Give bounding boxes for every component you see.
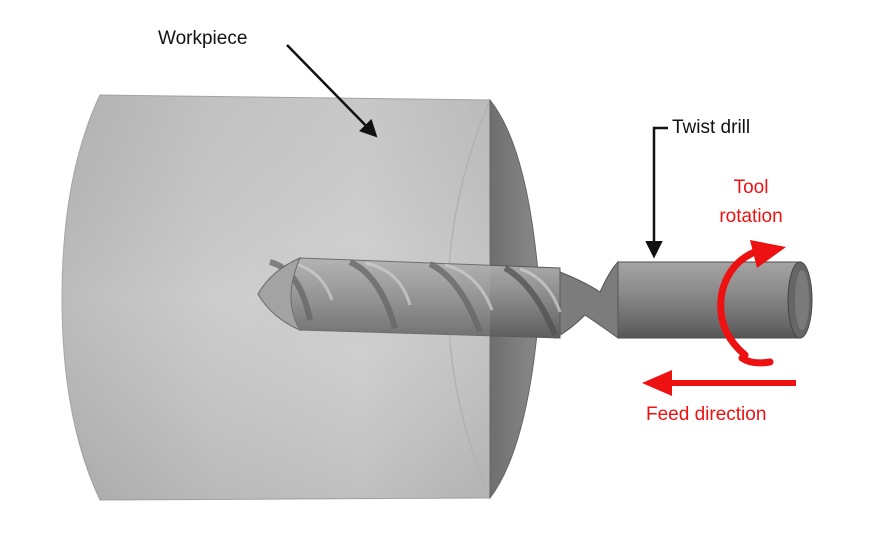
label-workpiece: Workpiece <box>158 28 248 49</box>
feed-direction-arrow <box>642 370 796 396</box>
drill-neck <box>554 260 619 339</box>
label-tool-rotation-line2: rotation <box>719 206 783 227</box>
twist-drill-leader <box>645 126 668 259</box>
label-feed-direction: Feed direction <box>646 404 767 425</box>
label-tool-rotation-line1: Tool <box>733 177 769 198</box>
drill-tip <box>257 257 302 332</box>
drill-flute-highlight <box>284 260 562 313</box>
workpiece-translucency <box>258 250 490 345</box>
workpiece-pointer-arrow <box>286 44 378 138</box>
label-twist-drill: Twist drill <box>672 117 751 138</box>
twist-drill <box>257 257 813 339</box>
tool-rotation-arrow <box>717 240 786 367</box>
drill-shank <box>617 261 801 339</box>
drill-shank-end-highlight <box>795 270 809 330</box>
drill-flute-1 <box>269 259 558 337</box>
